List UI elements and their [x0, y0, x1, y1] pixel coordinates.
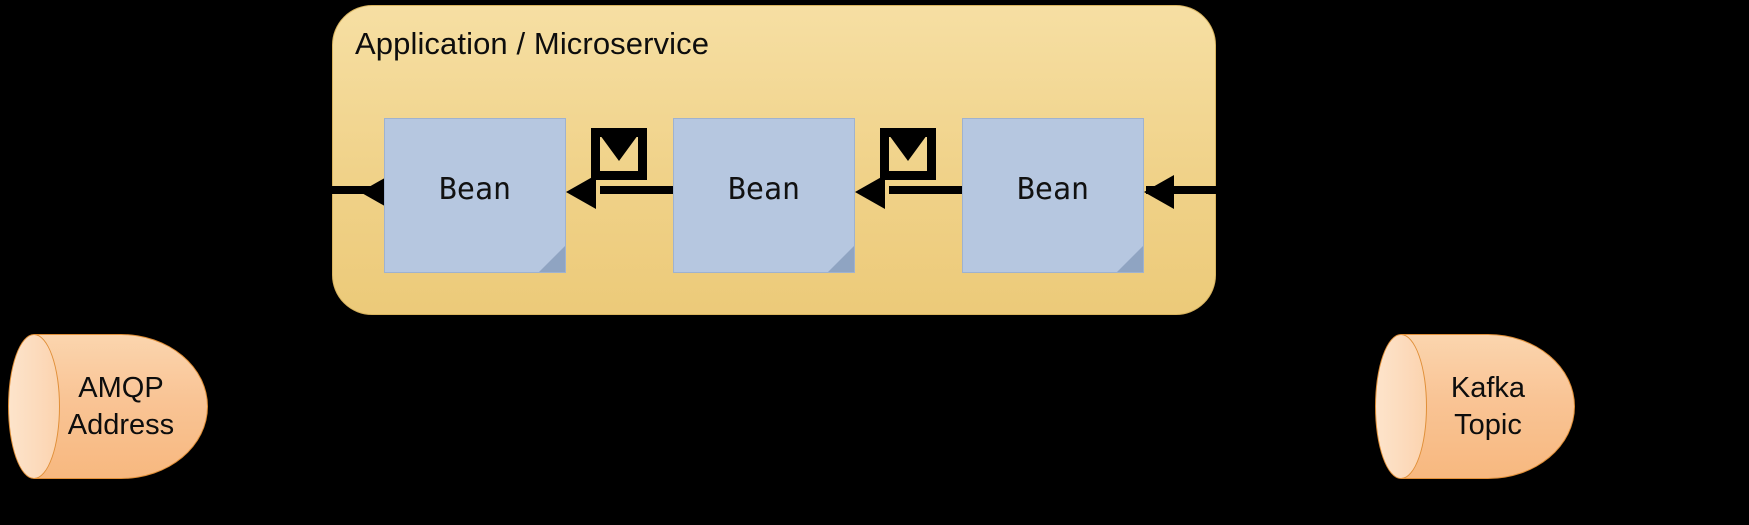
- bean-box-2[interactable]: Bean: [673, 118, 855, 273]
- arrow-into-bean-3-head: [1144, 175, 1174, 209]
- envelope-icon: [591, 128, 647, 180]
- envelope-icon: [880, 128, 936, 180]
- folded-corner-icon: [828, 246, 854, 272]
- amqp-address-line-2: Address: [67, 408, 175, 441]
- cylinder-cap: [8, 334, 60, 479]
- envelope-flap-icon: [600, 137, 638, 161]
- arrow-bean-2-to-bean-1-head: [566, 175, 596, 209]
- cylinder-cap: [1375, 334, 1427, 479]
- arrow-into-bean-3-line: [1146, 186, 1226, 194]
- kafka-topic-line-1: Kafka: [1450, 372, 1526, 405]
- bean-box-1[interactable]: Bean: [384, 118, 566, 273]
- amqp-address-label: AMQP Address: [34, 334, 208, 479]
- bean-box-2-label: Bean: [727, 172, 801, 207]
- folded-corner-icon: [539, 246, 565, 272]
- kafka-topic-label: Kafka Topic: [1401, 334, 1575, 479]
- arrow-bean-3-to-bean-2-head: [855, 175, 885, 209]
- kafka-topic-line-2: Topic: [1454, 408, 1522, 441]
- arrow-bean-3-to-bean-2-line: [889, 186, 967, 194]
- envelope-flap-icon: [889, 137, 927, 161]
- arrow-bean-2-to-bean-1-line: [600, 186, 678, 194]
- application-title: Application / Microservice: [355, 26, 710, 61]
- bean-box-3[interactable]: Bean: [962, 118, 1144, 273]
- amqp-address-line-1: AMQP: [78, 372, 164, 405]
- kafka-topic-cylinder[interactable]: Kafka Topic: [1375, 334, 1575, 479]
- bean-box-1-label: Bean: [438, 172, 512, 207]
- cylinder-body: [1401, 334, 1575, 479]
- cylinder-body: [34, 334, 208, 479]
- amqp-address-cylinder[interactable]: AMQP Address: [8, 334, 208, 479]
- folded-corner-icon: [1117, 246, 1143, 272]
- bean-box-3-label: Bean: [1016, 172, 1090, 207]
